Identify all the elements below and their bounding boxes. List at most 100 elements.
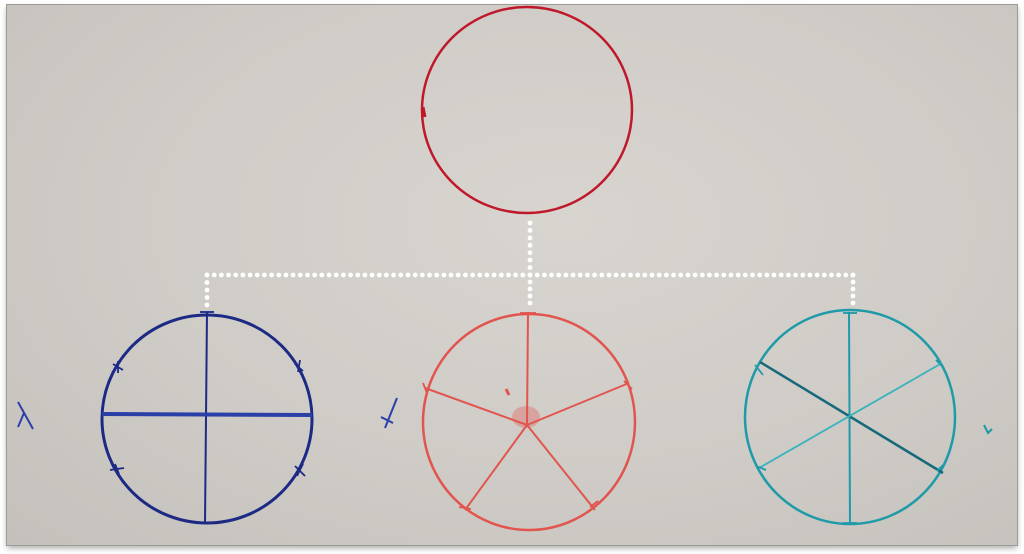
right-vertical-diameter <box>848 311 851 525</box>
connector-branch-dot <box>434 272 440 278</box>
connector-branch-dot <box>628 272 633 278</box>
middle-radii <box>424 311 630 511</box>
connector-branch-dot <box>477 272 483 278</box>
connector-branch-dot <box>778 272 784 278</box>
connector-branch-dot <box>226 272 231 278</box>
left-tick-mark <box>112 361 124 373</box>
middle-circle-node <box>421 311 637 532</box>
left-tick-marks <box>109 311 306 524</box>
left-margin-mark <box>17 401 34 430</box>
connector-branch-dot <box>534 272 540 278</box>
middle-radius <box>526 424 596 511</box>
right-circle-node <box>743 308 957 526</box>
connector-branch-dot <box>312 272 318 278</box>
connector-branch-dot <box>412 272 418 278</box>
connector-branch-dot <box>699 272 705 278</box>
connector-branch-dot <box>247 272 253 278</box>
connector-branch-dot <box>240 272 246 278</box>
connector-branch-dot <box>348 272 353 278</box>
connector-branch-dot <box>807 272 813 278</box>
middle-radius <box>526 311 529 426</box>
left-tick-mark <box>294 463 306 477</box>
right-tick-mark <box>755 465 767 471</box>
right-margin-mark <box>983 424 993 435</box>
right-tick-marks <box>754 312 945 524</box>
connector-branch-dot <box>635 272 641 278</box>
connector-branch-dot <box>427 272 432 278</box>
connector-branch-dot <box>405 272 411 278</box>
connector-left-drop-dot <box>204 287 210 293</box>
middle-tick-marks <box>422 312 633 510</box>
connector-branch-dot <box>269 272 274 278</box>
connector-branch-dot <box>735 272 741 278</box>
connector-left-drop-dot <box>204 302 210 308</box>
connector-branch-dot <box>319 272 325 278</box>
connector-branch-dot <box>470 272 475 278</box>
right-tick-mark <box>754 364 764 376</box>
connector-branch-dot <box>491 272 497 278</box>
connector-right-drop-dot <box>850 293 856 299</box>
connector-branch-dot <box>836 272 841 278</box>
top-circle-overlap-stroke <box>421 106 427 118</box>
connector-branch-dot <box>369 272 375 278</box>
top-circle-node <box>420 5 634 215</box>
left-circle-node <box>100 311 314 525</box>
connector-branch-dot <box>233 272 239 278</box>
connector-trunk-dot <box>527 242 533 248</box>
connector-left-drop-dot <box>204 272 210 278</box>
connector-branch-dot <box>463 272 468 278</box>
connector-branch-dot <box>549 272 554 278</box>
right-tick-mark <box>935 359 945 369</box>
connector-branch-dot <box>721 272 727 278</box>
left-horizontal-diameter <box>101 412 313 417</box>
connector-branch-dot <box>419 272 425 278</box>
connector-branch-dot <box>685 272 691 278</box>
connector-branch-dot <box>254 272 260 278</box>
connector-branch-dot <box>513 272 518 278</box>
connector-branch-dot <box>620 272 626 278</box>
connector-branch-dot <box>398 272 404 278</box>
middle-radius <box>464 424 528 511</box>
connector-branch-dot <box>707 272 712 278</box>
connector-branch-dot <box>506 272 511 278</box>
connector-branch-dot <box>498 272 504 278</box>
left-tick-mark <box>294 359 304 373</box>
connector-branch-dot <box>599 272 605 278</box>
middle-tick-mark <box>589 500 599 508</box>
connector-branch-dot <box>362 272 368 278</box>
connector-branch-dot <box>656 272 662 278</box>
connector-left-drop-dot <box>204 280 210 285</box>
connector-branch-dot <box>814 272 820 278</box>
connector-branch-dot <box>750 272 755 278</box>
connector-branch-dot <box>219 272 224 278</box>
circle-division-diagram <box>17 5 993 532</box>
connector-middle-drop-dot <box>527 300 533 306</box>
connector-right-drop-dot <box>850 272 856 278</box>
connector-branch-dot <box>764 272 770 278</box>
middle-tick-mark <box>422 382 428 394</box>
connector-branch-dot <box>606 272 612 278</box>
connector-branch-dot <box>391 272 396 278</box>
connector-branch-dot <box>563 272 569 278</box>
connector-branch-dot <box>455 272 461 278</box>
connector-branch-dot <box>692 272 698 278</box>
connector-branch-dot <box>714 272 719 278</box>
connector-branch-dot <box>613 272 619 278</box>
connector-branch-dot <box>305 272 310 278</box>
connector-trunk-dot <box>527 228 533 233</box>
connector-branch-dot <box>484 272 490 278</box>
connector-branch-dot <box>355 272 361 278</box>
connector-branch-dot <box>376 272 382 278</box>
whiteboard-photo <box>7 5 1017 545</box>
middle-margin-mark <box>380 397 398 429</box>
connector-branch-dot <box>542 272 547 278</box>
connector-branch-dot <box>843 272 849 278</box>
connector-branch-dot <box>290 272 296 278</box>
middle-radius <box>526 382 630 426</box>
right-diagonal-diameter <box>759 360 944 475</box>
middle-tick-mark <box>623 380 633 390</box>
connector-right-drop-dot <box>850 279 856 285</box>
connector-branch-dot <box>664 272 669 278</box>
connector-branch-dot <box>211 272 217 278</box>
connector-trunk-dot <box>527 220 533 226</box>
